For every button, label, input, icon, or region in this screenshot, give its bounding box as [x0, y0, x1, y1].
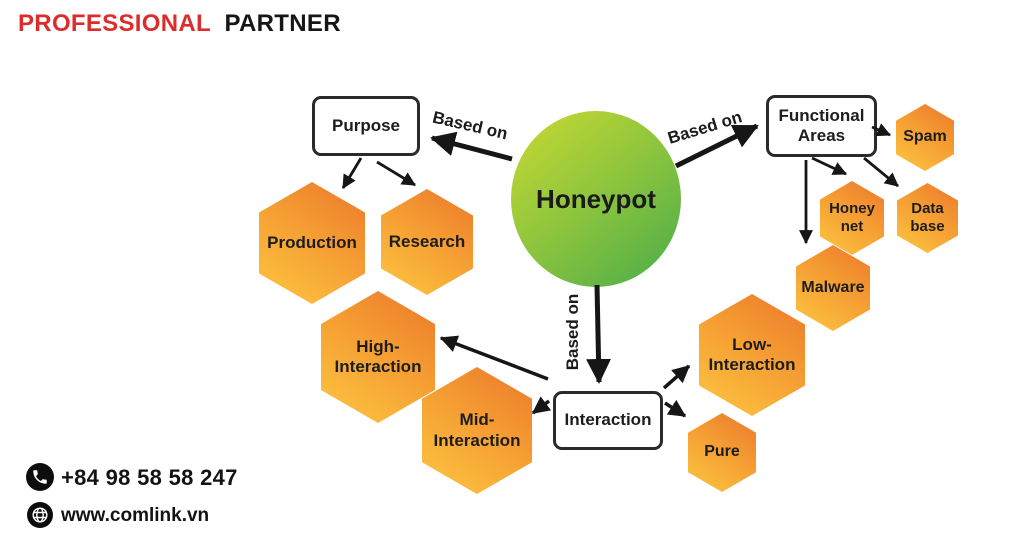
node-interaction: Interaction [553, 391, 663, 450]
node-purpose: Purpose [312, 96, 420, 156]
arrow-functional-honeynet [811, 156, 848, 176]
node-mid-interaction: Mid-Interaction [422, 367, 532, 494]
arrow-honeypot-interaction [586, 284, 612, 384]
brand-primary: PROFESSIONAL [18, 10, 211, 37]
node-functional-areas: Functional Areas [766, 95, 877, 157]
arrow-interaction-high [439, 335, 549, 381]
node-high-interaction: High-Interaction [321, 291, 435, 423]
node-honeypot: Honeypot [511, 111, 681, 287]
arrow-purpose-production [341, 157, 363, 189]
edge-label-based-on-functional: Based on [665, 107, 745, 148]
brand-header: PROFESSIONAL PARTNER [18, 10, 341, 38]
node-research: Research [381, 189, 473, 295]
node-production: Production [259, 182, 365, 304]
arrow-purpose-research [376, 160, 416, 187]
globe-icon [27, 502, 53, 528]
arrow-interaction-pure [664, 399, 687, 418]
node-low-interaction: Low-Interaction [699, 294, 805, 416]
edge-label-based-on-purpose: Based on [430, 107, 510, 144]
website: www.comlink.vn [61, 505, 210, 526]
phone-icon [26, 463, 54, 491]
brand-secondary: PARTNER [224, 10, 341, 37]
arrow-interaction-low [662, 364, 691, 390]
node-honeynet: Honey net [820, 181, 884, 255]
node-pure: Pure [688, 413, 756, 492]
arrow-functional-database [863, 156, 899, 188]
arrow-interaction-mid [531, 396, 552, 415]
phone-number: +84 98 58 58 247 [61, 465, 238, 490]
edge-label-based-on-interaction: Based on [563, 293, 582, 371]
node-spam: Spam [896, 104, 954, 171]
node-malware: Malware [796, 245, 870, 331]
node-database: Data base [897, 183, 958, 253]
